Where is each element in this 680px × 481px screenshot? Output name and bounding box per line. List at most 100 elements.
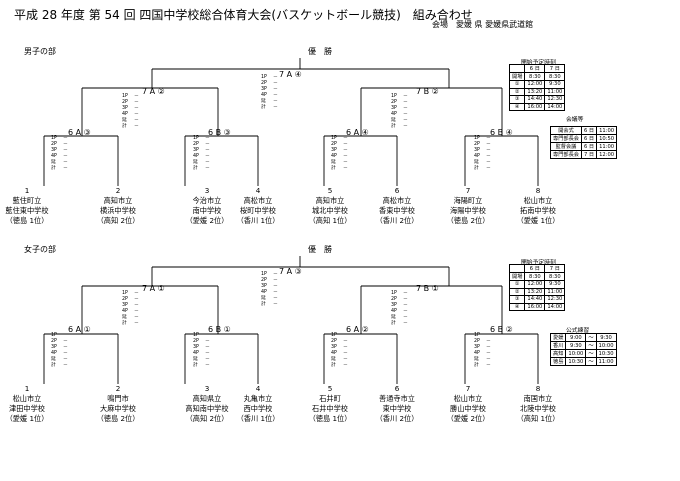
period-label: 1P xyxy=(474,136,480,141)
score-dash: － xyxy=(134,118,139,123)
score-row: 1P－ xyxy=(474,333,491,339)
score-dash: － xyxy=(205,160,210,165)
period-label: 計 xyxy=(261,105,266,110)
period-label: 延 xyxy=(261,99,266,104)
score-dash: － xyxy=(486,351,491,356)
score-row: 3P－ xyxy=(122,303,139,309)
score-row: 計－ xyxy=(193,363,210,369)
period-label: 4P xyxy=(51,351,57,356)
table-cell: 14:00 xyxy=(544,102,566,111)
team-l1: 南国市立 xyxy=(523,394,553,403)
table-cell: ③ xyxy=(508,95,526,104)
girls-score-col-0: 1P－2P－3P－4P－延－計－ xyxy=(261,272,278,308)
score-row: 4P－ xyxy=(474,351,491,357)
period-label: 1P xyxy=(51,333,57,338)
period-label: 1P xyxy=(193,136,199,141)
table-cell: 12:30 xyxy=(544,295,566,304)
table-cell: 12:00 xyxy=(596,150,618,159)
team-l1: 善通寺市立 xyxy=(379,394,415,403)
score-row: 3P－ xyxy=(261,284,278,290)
boys-score-col-4: 1P－2P－3P－4P－延－計－ xyxy=(193,136,210,172)
table-cell: 開会式 xyxy=(550,126,582,135)
period-label: 延 xyxy=(122,315,127,320)
table-cell: ～ xyxy=(585,349,597,358)
score-row: 1P－ xyxy=(122,291,139,297)
score-dash: － xyxy=(343,160,348,165)
table-cell: 6 日 xyxy=(580,142,598,151)
score-dash: － xyxy=(486,363,491,368)
score-dash: － xyxy=(134,94,139,99)
period-label: 2P xyxy=(474,142,480,147)
team-l3: （愛媛 2位） xyxy=(446,414,490,423)
boys-section-label: 男子の部 xyxy=(24,47,56,56)
table-cell: ① xyxy=(508,280,526,289)
table-cell: 6 日 xyxy=(580,134,598,143)
period-label: 延 xyxy=(193,357,198,362)
score-dash: － xyxy=(343,363,348,368)
score-dash: － xyxy=(486,160,491,165)
girls-schedule-caption: 開始予定時刻 xyxy=(521,260,556,266)
score-dash: － xyxy=(343,154,348,159)
score-row: 4P－ xyxy=(474,154,491,160)
team-l2: 津田中学校 xyxy=(9,404,45,413)
period-label: 1P xyxy=(193,333,199,338)
score-dash: － xyxy=(403,94,408,99)
table-cell: ④ xyxy=(508,102,526,111)
venue-info: 会場 愛媛 県 愛媛県武道館 xyxy=(432,20,534,29)
score-row: 計－ xyxy=(391,124,408,130)
score-dash: － xyxy=(486,136,491,141)
team-l1: 松山市立 xyxy=(12,394,42,403)
score-row: 1P － xyxy=(193,136,210,142)
girls-qf4-label: 6 B ② xyxy=(490,325,513,334)
period-label: 2P xyxy=(193,142,199,147)
table-cell: 10:00 xyxy=(565,349,587,358)
score-dash: － xyxy=(134,112,139,117)
period-label: 計 xyxy=(331,363,336,368)
table-cell: 16:00 xyxy=(524,102,546,111)
score-row: 4P－ xyxy=(193,154,210,160)
table-cell: 高知 xyxy=(549,349,567,358)
girls-final-label: 7 A ③ xyxy=(279,267,302,276)
girls-score-col-5: 1P－2P－3P－4P－延－計－ xyxy=(331,333,348,369)
score-row: 3P－ xyxy=(122,106,139,112)
score-dash: － xyxy=(273,99,278,104)
team-num: 2 xyxy=(115,384,121,393)
period-label: 延 xyxy=(193,160,198,165)
score-dash: － xyxy=(343,357,348,362)
score-row: 2P－ xyxy=(391,100,408,106)
score-dash: － xyxy=(486,148,491,153)
period-label: 4P xyxy=(122,309,128,314)
score-row: 3P－ xyxy=(193,345,210,351)
period-label: 3P xyxy=(391,303,397,308)
table-cell: ～ xyxy=(585,357,597,366)
score-dash: － xyxy=(273,296,278,301)
period-label: 3P xyxy=(193,345,199,350)
score-dash: － xyxy=(205,363,210,368)
table-cell: 専門部長会 xyxy=(550,134,582,143)
score-row: 2P－ xyxy=(193,142,210,148)
period-label: 3P xyxy=(122,106,128,111)
score-dash: － xyxy=(205,136,210,141)
period-label: 3P xyxy=(474,148,480,153)
period-label: 4P xyxy=(261,290,267,295)
period-label: 4P xyxy=(331,154,337,159)
boys-schedule-caption: 開始予定時刻 xyxy=(521,60,556,66)
score-dash: － xyxy=(403,118,408,123)
table-cell: 9:30 xyxy=(595,333,617,342)
table-cell: 6 日 xyxy=(524,64,546,73)
boys-semi-right-label: 7 B ② xyxy=(416,87,439,96)
team-l2: 南中学校 xyxy=(192,206,222,215)
period-label: 計 xyxy=(122,124,127,129)
score-dash: － xyxy=(273,284,278,289)
table-cell: ④ xyxy=(508,302,526,311)
table-cell: 13:20 xyxy=(524,287,546,296)
